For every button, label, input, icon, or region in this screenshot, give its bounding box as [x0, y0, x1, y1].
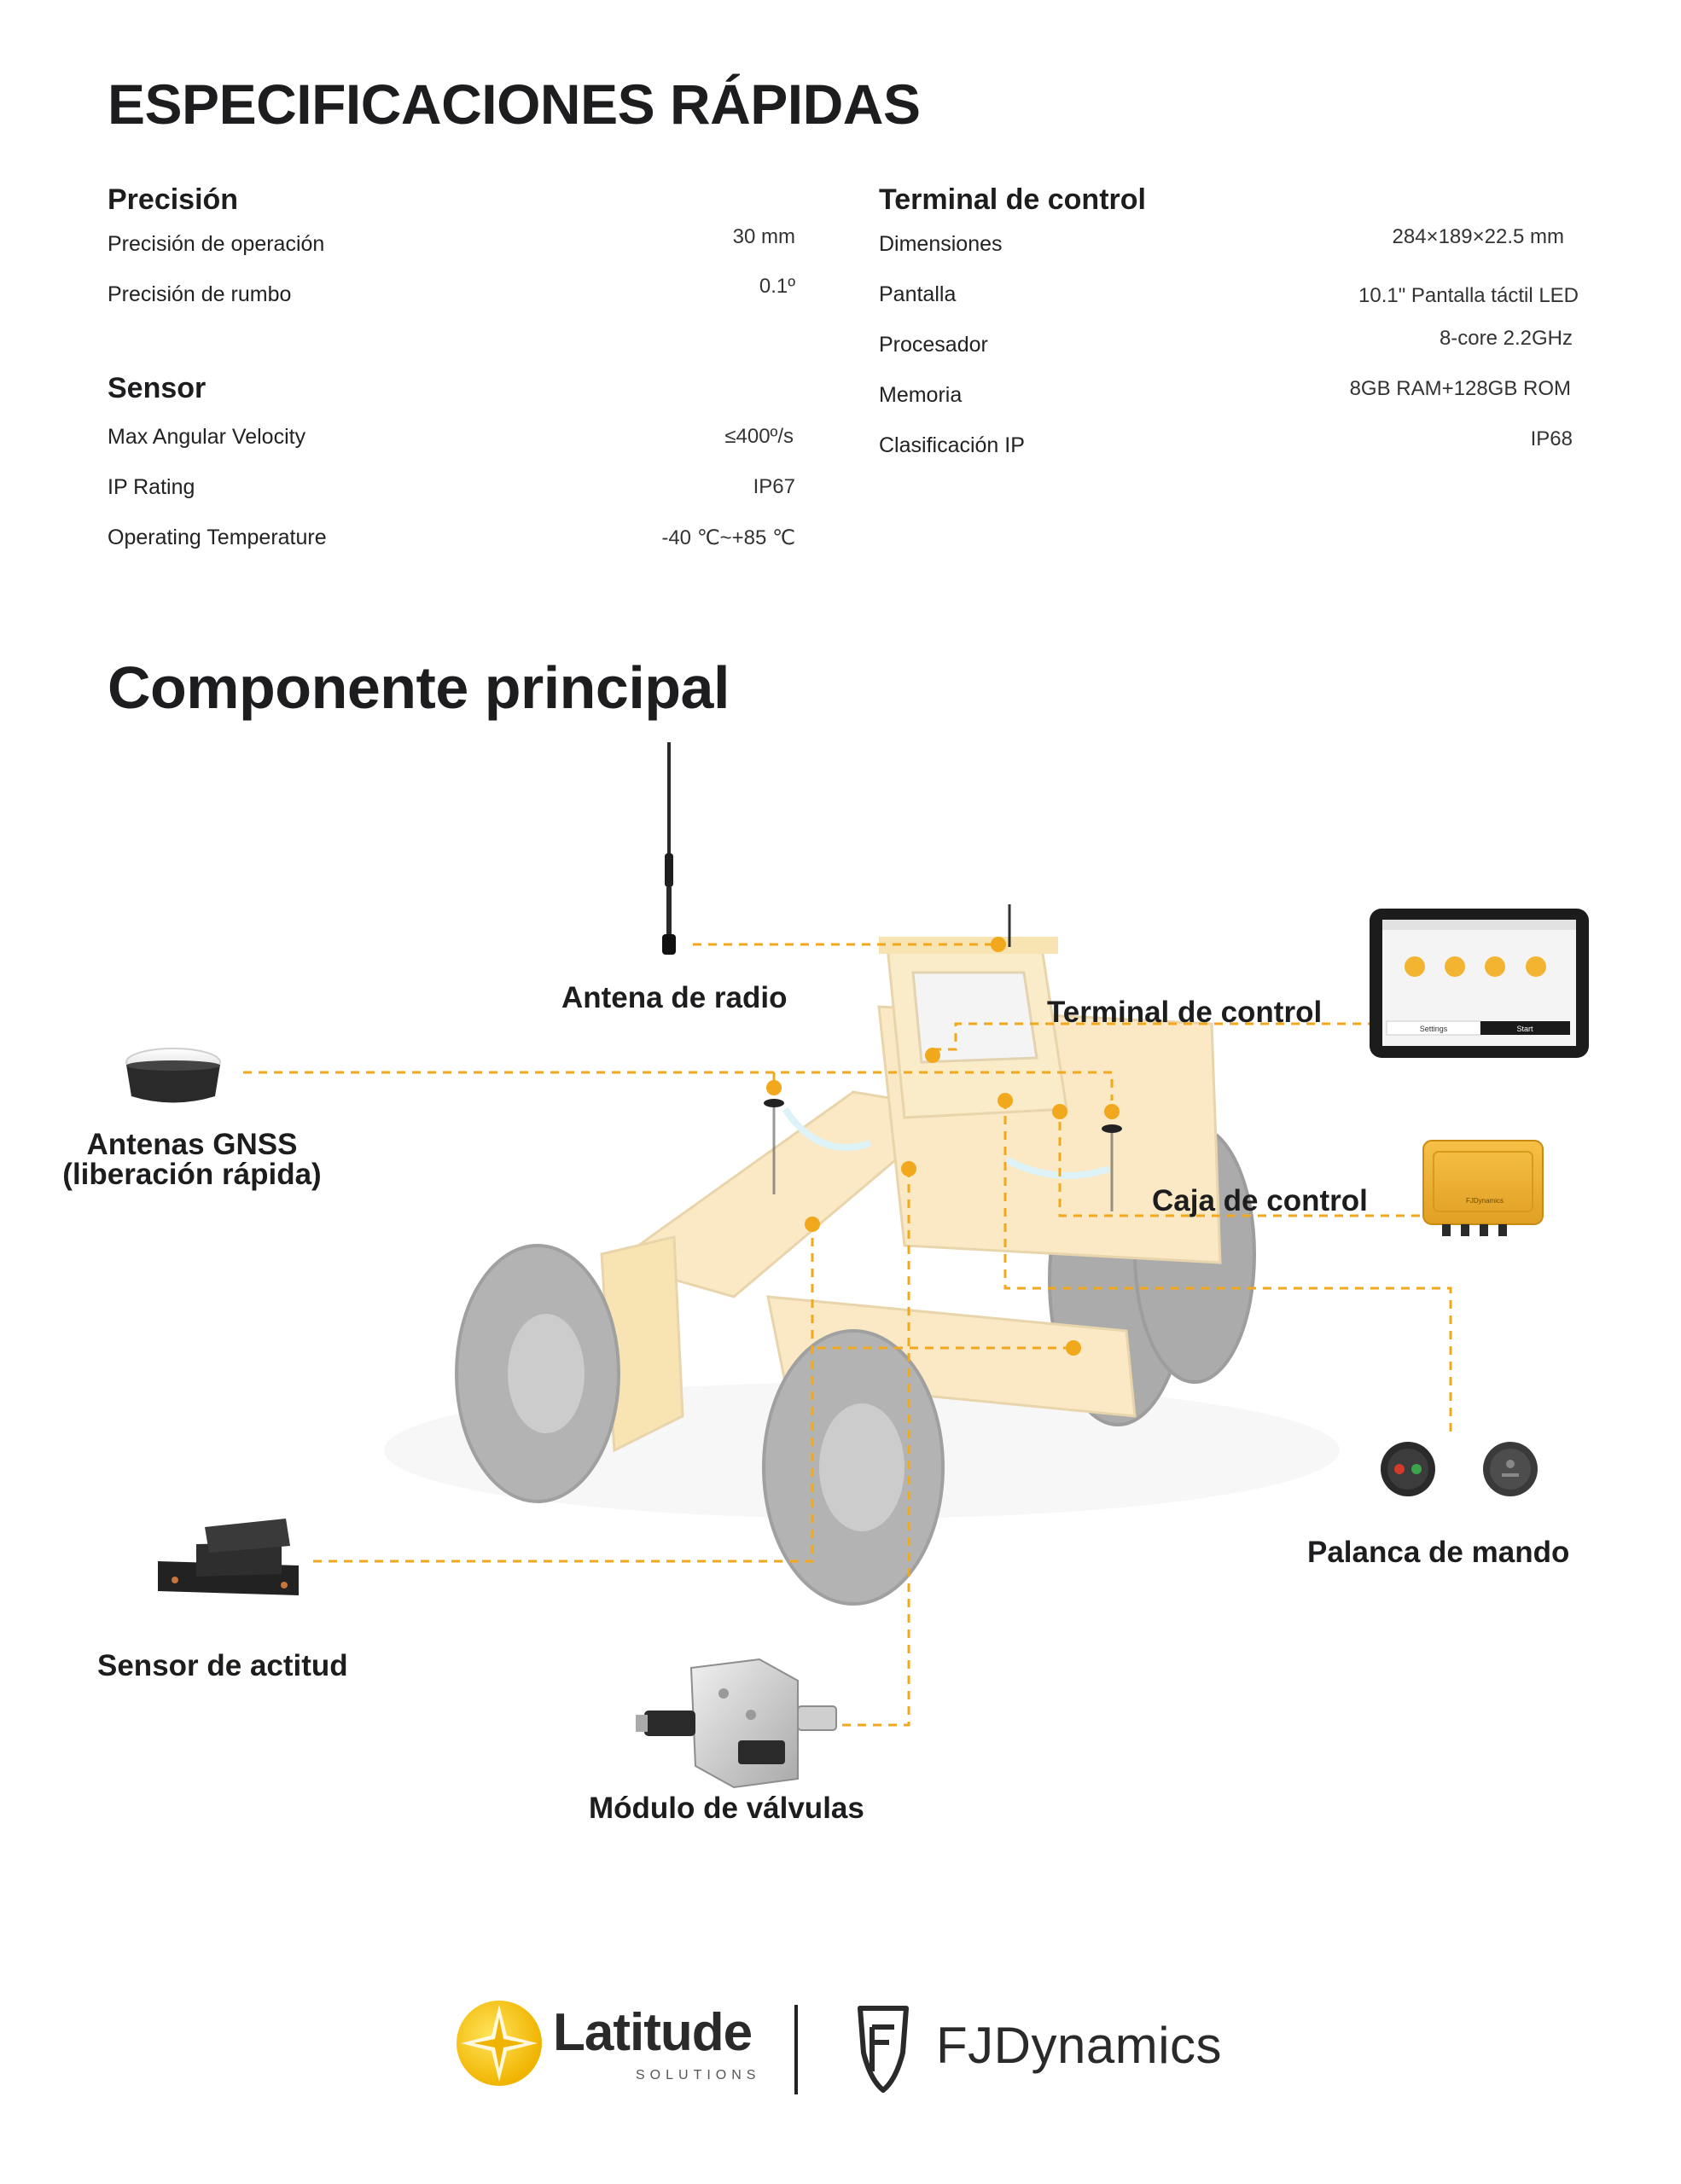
radio-antenna-icon [662, 742, 676, 955]
spec-label-ip-classification: Clasificación IP [879, 433, 1025, 457]
spec-label-processor: Procesador [879, 333, 988, 357]
gnss-antenna-icon [125, 1048, 221, 1103]
logo-divider [794, 2005, 798, 2094]
label-control-box: Caja de control [1152, 1184, 1368, 1217]
joystick-icon [1381, 1442, 1538, 1496]
leader-lines [243, 943, 1452, 1727]
terminal-settings-text: Settings [1420, 1025, 1448, 1033]
page-title: ESPECIFICACIONES RÁPIDAS [108, 73, 921, 136]
label-valve-module: Módulo de válvulas [589, 1792, 864, 1825]
label-attitude-sensor: Sensor de actitud [97, 1649, 348, 1682]
valve-module-icon [636, 1658, 837, 1789]
fjdynamics-logo-text: FJDynamics [936, 2017, 1223, 2074]
spec-value-memory: 8GB RAM+128GB ROM [1349, 377, 1571, 400]
label-control-terminal: Terminal de control [1047, 996, 1323, 1029]
spec-value-operation-precision: 30 mm [732, 225, 795, 248]
latitude-logo-text: Latitude [553, 2003, 753, 2062]
spec-label-operating-temperature: Operating Temperature [108, 526, 327, 549]
spec-label-ip-rating: IP Rating [108, 475, 195, 499]
spec-value-ip-rating: IP67 [753, 475, 795, 498]
label-gnss-line2: (liberación rápida) [62, 1158, 322, 1191]
spec-label-memory: Memoria [879, 383, 963, 407]
control-box-icon [1422, 1140, 1544, 1236]
fjdynamics-logo-icon [858, 2006, 909, 2093]
control-terminal-icon [1370, 909, 1589, 1058]
spec-value-processor: 8-core 2.2GHz [1439, 327, 1573, 350]
terminal-start-text: Start [1516, 1025, 1533, 1033]
control-box-brand: FJDynamics [1466, 1197, 1504, 1205]
spec-value-dimensions: 284×189×22.5 mm [1392, 225, 1564, 248]
label-gnss-line1: Antenas GNSS [86, 1128, 298, 1161]
spec-value-operating-temperature: -40 ℃~+85 ℃ [661, 526, 795, 549]
attitude-sensor-icon [158, 1519, 299, 1595]
terminal-title: Terminal de control [879, 183, 1146, 216]
spec-label-dimensions: Dimensiones [879, 232, 1003, 256]
components-title: Componente principal [108, 654, 730, 721]
spec-label-screen: Pantalla [879, 282, 957, 306]
latitude-logo-icon [457, 2001, 542, 2086]
machine-gnss-right [1102, 1124, 1122, 1211]
precision-title: Precisión [108, 183, 239, 216]
sensor-title: Sensor [108, 372, 206, 404]
label-joystick: Palanca de mando [1307, 1536, 1570, 1569]
spec-value-screen: 10.1" Pantalla táctil LED [1358, 284, 1579, 307]
spec-label-heading-precision: Precisión de rumbo [108, 282, 292, 306]
label-radio-antenna: Antena de radio [561, 981, 788, 1014]
spec-value-heading-precision: 0.1º [759, 275, 795, 298]
latitude-logo-subtext: SOLUTIONS [636, 2068, 761, 2082]
spec-label-operation-precision: Precisión de operación [108, 232, 325, 256]
spec-value-angular-velocity: ≤400º/s [724, 425, 794, 448]
spec-value-ip-classification: IP68 [1530, 427, 1573, 450]
leader-dots [766, 937, 1120, 1356]
spec-label-angular-velocity: Max Angular Velocity [108, 425, 306, 449]
machine-gnss-left [764, 1099, 784, 1194]
